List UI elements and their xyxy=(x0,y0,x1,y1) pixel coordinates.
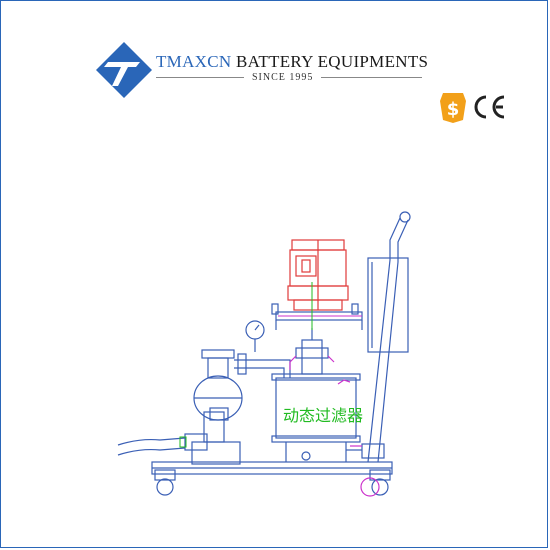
pressure-gauge xyxy=(245,320,265,352)
certifications: $ xyxy=(440,93,505,123)
wheel-marker xyxy=(360,477,380,497)
control-cabinet xyxy=(367,257,409,353)
caster-wheels xyxy=(156,478,389,496)
filter-vessel xyxy=(271,373,361,462)
rear-pipe xyxy=(346,443,385,459)
equipment-label: 动态过滤器 xyxy=(283,406,364,425)
valve-stack xyxy=(295,328,329,375)
vessel-pipe xyxy=(337,379,351,385)
hose-clamp xyxy=(179,436,187,448)
push-handle xyxy=(367,211,411,463)
company-logo: TMAXCN BATTERY EQUIPMENTS SINCE 1995 xyxy=(94,40,434,100)
dynamic-filter-drawing xyxy=(117,211,411,497)
t-diamond-logo-icon xyxy=(96,42,152,98)
inlet-hose xyxy=(117,433,208,456)
motor xyxy=(287,239,349,311)
valve-piping xyxy=(289,355,335,370)
base-frame xyxy=(151,461,393,481)
since-text: SINCE 1995 xyxy=(244,72,322,83)
connecting-pipe xyxy=(234,353,291,378)
motor-mount xyxy=(271,303,363,330)
pump-assembly xyxy=(191,349,243,465)
brand-suffix: BATTERY EQUIPMENTS xyxy=(231,52,429,71)
brand-name: TMAXCN BATTERY EQUIPMENTS xyxy=(156,52,428,72)
ce-mark-icon xyxy=(474,95,505,119)
brand-prefix: TMAXCN xyxy=(156,52,232,71)
svg-text:$: $ xyxy=(447,99,460,120)
security-badge-icon: $ xyxy=(440,93,466,123)
